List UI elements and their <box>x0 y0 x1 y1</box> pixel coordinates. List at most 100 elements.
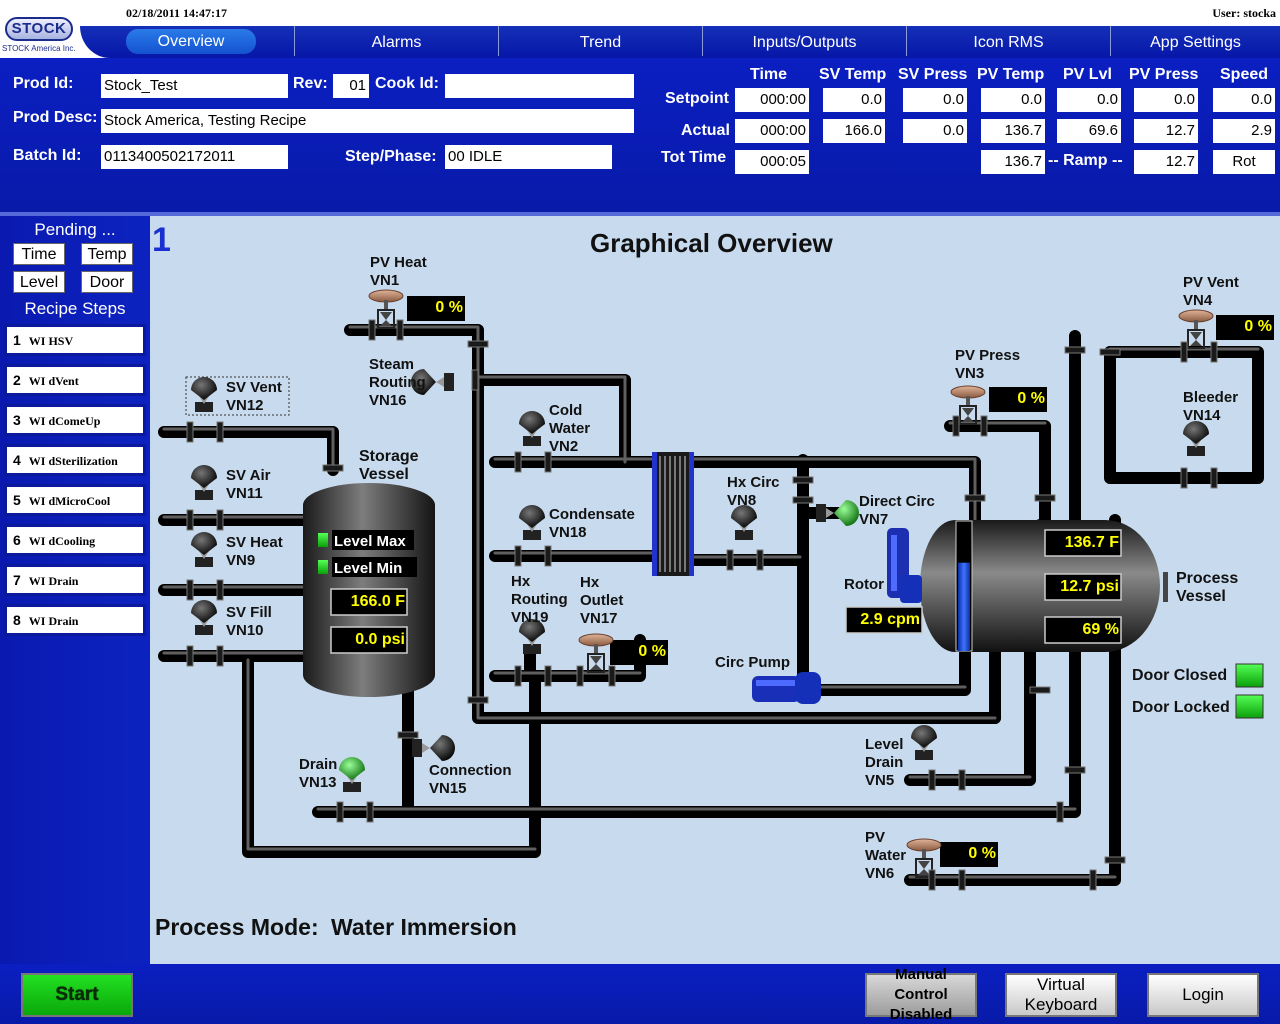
setpoint-speed: 0.0 <box>1213 88 1275 112</box>
level-drain-label-line1: Level <box>865 736 904 753</box>
start-button[interactable]: Start <box>21 973 133 1017</box>
hx-outlet-valve-vn17[interactable] <box>578 633 614 673</box>
sv-heat-label-line1: SV Heat <box>226 534 283 551</box>
manual-control-button[interactable]: Manual Control Disabled <box>865 966 977 1023</box>
level-min-indicator <box>318 560 328 574</box>
pipe-flange <box>576 665 584 687</box>
pv-vent-valve-vn4[interactable] <box>1178 309 1214 349</box>
condensate-valve-vn18[interactable] <box>519 505 545 540</box>
sv-vent-valve-vn12[interactable] <box>191 377 217 412</box>
cold-water-valve-vn2[interactable] <box>519 411 545 446</box>
batch-id-field[interactable]: 0113400502172011 <box>101 145 288 169</box>
rev-field[interactable]: 01 <box>333 74 369 98</box>
tab-app-settings[interactable]: App Settings <box>1110 26 1280 56</box>
recipe-step-name: WI HSV <box>28 334 74 348</box>
step-phase-field[interactable]: 00 IDLE <box>445 145 612 169</box>
cook-id-field[interactable] <box>445 74 634 98</box>
pipe-flange <box>928 769 936 791</box>
pv-heat-valve-vn1[interactable] <box>368 289 404 329</box>
recipe-step-1[interactable]: 1 WI HSV <box>4 324 146 356</box>
setpoint-time: 000:00 <box>735 88 809 112</box>
col-pv-lvl: PV Lvl <box>1063 66 1112 83</box>
pipe-flange <box>397 731 419 739</box>
hx-circ-valve-vn8[interactable] <box>731 505 757 540</box>
process-temp-value: 136.7 F <box>1064 534 1119 551</box>
sv-air-valve-vn11[interactable] <box>191 465 217 500</box>
row-actual: Actual <box>681 122 730 139</box>
pv-heat-label-line2: VN1 <box>370 272 400 289</box>
sv-vent-selection <box>185 376 290 416</box>
level-max-indicator <box>318 533 328 547</box>
hx-routing-valve-vn19[interactable] <box>519 619 545 654</box>
pending-time-button[interactable]: Time <box>13 243 65 265</box>
prod-id-field[interactable]: Stock_Test <box>101 74 288 98</box>
pipe-flange <box>186 645 194 667</box>
recipe-step-number: 1 <box>13 332 21 348</box>
level-drain-label-line3: VN5 <box>865 772 895 789</box>
pipe-flange <box>980 415 988 437</box>
pipe-flange <box>186 509 194 531</box>
recipe-step-name: WI dSterilization <box>28 454 118 468</box>
rev-label: Rev: <box>293 75 328 92</box>
recipe-step-name: WI Drain <box>28 614 79 628</box>
tab-alarms[interactable]: Alarms <box>294 26 498 56</box>
recipe-step-number: 5 <box>13 492 21 508</box>
condensate-label-line1: Condensate <box>549 506 635 523</box>
pending-temp-button[interactable]: Temp <box>81 243 133 265</box>
bleeder-valve-vn14[interactable] <box>1183 421 1209 456</box>
pv-press-value: 0 % <box>1017 390 1045 407</box>
pv-press-valve-vn3[interactable] <box>950 385 986 425</box>
pipe-flange <box>216 645 224 667</box>
sv-heat-valve-vn9[interactable] <box>191 532 217 567</box>
pipe-flanges <box>186 319 1218 891</box>
hx-circ-label-line2: VN8 <box>727 492 757 509</box>
rotor-label: Rotor <box>844 576 884 593</box>
drain-valve-vn13[interactable] <box>339 757 365 792</box>
connection-valve-vn15[interactable] <box>412 735 455 761</box>
pipe-flange <box>792 496 814 504</box>
pv-water-valve-vn6[interactable] <box>906 838 942 878</box>
pipe-flange <box>471 369 479 391</box>
storage-vessel-label-line2: Vessel <box>359 466 409 483</box>
tab-overview[interactable]: Overview <box>126 29 256 54</box>
steam-routing-valve-vn16[interactable] <box>411 369 454 395</box>
prod-desc-field[interactable]: Stock America, Testing Recipe <box>101 109 634 133</box>
pipe-flange <box>1180 341 1188 363</box>
direct-circ-label-line1: Direct Circ <box>859 493 935 510</box>
setpoint-pv-press: 0.0 <box>1134 88 1198 112</box>
pending-door-button[interactable]: Door <box>81 271 133 293</box>
actual-time: 000:00 <box>735 119 809 143</box>
stock-logo: STOCK STOCK America Inc. <box>2 2 78 54</box>
sv-air-label-line1: SV Air <box>226 467 271 484</box>
tab-icon-rms[interactable]: Icon RMS <box>906 26 1110 56</box>
virtual-keyboard-button[interactable]: Virtual Keyboard <box>1005 973 1117 1017</box>
pending-level-button[interactable]: Level <box>13 271 65 293</box>
pipe-flange <box>514 545 522 567</box>
actual-speed: 2.9 <box>1213 119 1275 143</box>
sv-fill-label-line2: VN10 <box>226 622 264 639</box>
user-label: User: stocka <box>1212 6 1276 20</box>
pv-water-value: 0 % <box>968 845 996 862</box>
direct-circ-valve-vn7[interactable] <box>816 500 859 526</box>
level-drain-valve-vn5[interactable] <box>911 725 937 760</box>
actual-pv-press: 12.7 <box>1134 119 1198 143</box>
sv-fill-valve-vn10[interactable] <box>191 600 217 635</box>
pipe-flange <box>1034 494 1056 502</box>
bleeder-label-line2: VN14 <box>1183 407 1221 424</box>
ramp-pv-temp: 136.7 <box>981 150 1045 174</box>
cook-id-label: Cook Id: <box>375 75 439 92</box>
login-button[interactable]: Login <box>1147 973 1259 1017</box>
tab-inputs-outputs[interactable]: Inputs/Outputs <box>702 26 906 56</box>
virtual-keyboard-line2: Keyboard <box>1024 995 1098 1014</box>
pipe-flange <box>366 801 374 823</box>
pipe-flange <box>186 579 194 601</box>
tab-trend[interactable]: Trend <box>498 26 702 56</box>
